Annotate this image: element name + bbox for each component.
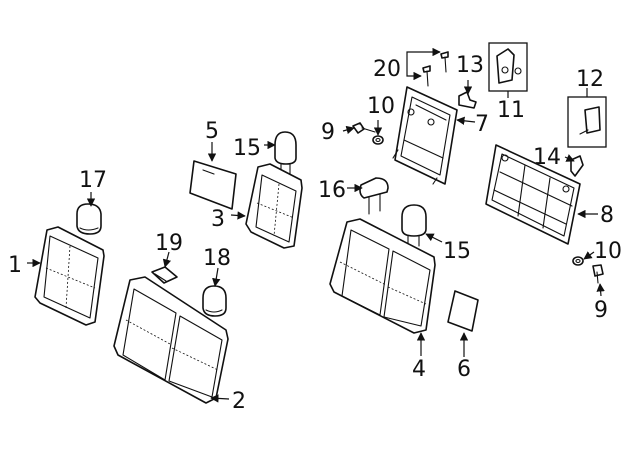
callout-14: 14 bbox=[533, 145, 561, 170]
headrest-15-lower bbox=[401, 204, 427, 247]
washer-10-right bbox=[572, 256, 584, 266]
latch-11 bbox=[488, 42, 528, 92]
panel-6 bbox=[447, 290, 479, 332]
callout-5: 5 bbox=[205, 119, 219, 144]
callout-10-left: 10 bbox=[367, 94, 395, 119]
callout-10-right: 10 bbox=[594, 239, 622, 264]
callout-19: 19 bbox=[155, 231, 183, 256]
bolt-9-right bbox=[592, 264, 604, 284]
callout-13: 13 bbox=[456, 53, 484, 78]
bracket-12 bbox=[567, 96, 607, 148]
callout-labels: 1 2 3 4 5 6 7 8 9 9 10 10 11 12 13 14 15… bbox=[8, 53, 622, 414]
seat-cushion-2 bbox=[113, 276, 229, 404]
panel-5 bbox=[189, 160, 237, 210]
screws-20 bbox=[422, 51, 449, 87]
seat-frame-8 bbox=[485, 144, 581, 245]
callout-7: 7 bbox=[475, 112, 489, 137]
callout-3: 3 bbox=[211, 207, 225, 232]
callout-15-upper: 15 bbox=[233, 136, 261, 161]
clip-13 bbox=[458, 91, 477, 109]
seat-frame-7 bbox=[392, 86, 458, 185]
callout-1: 1 bbox=[8, 253, 22, 278]
callout-4: 4 bbox=[412, 357, 426, 382]
callout-2: 2 bbox=[232, 389, 246, 414]
seat-back-3 bbox=[245, 163, 303, 249]
callout-18: 18 bbox=[203, 246, 231, 271]
headrest-15-upper bbox=[274, 131, 297, 175]
callout-16: 16 bbox=[318, 178, 346, 203]
washer-10-left bbox=[372, 135, 384, 145]
callout-6: 6 bbox=[457, 357, 471, 382]
headrest-18 bbox=[202, 285, 227, 317]
bracket-19 bbox=[151, 266, 178, 284]
headrest-17 bbox=[76, 203, 102, 235]
callout-9-left: 9 bbox=[321, 120, 335, 145]
headrest-16 bbox=[359, 177, 389, 215]
callout-17: 17 bbox=[79, 168, 107, 193]
callout-12: 12 bbox=[576, 67, 604, 92]
callout-15-lower: 15 bbox=[443, 239, 471, 264]
callout-20: 20 bbox=[373, 57, 401, 82]
clip-14 bbox=[570, 155, 584, 177]
seat-back-4 bbox=[329, 218, 436, 334]
callout-11: 11 bbox=[497, 98, 525, 123]
callout-8: 8 bbox=[600, 203, 614, 228]
callout-9-right: 9 bbox=[594, 298, 608, 323]
bolt-9-left bbox=[352, 122, 376, 134]
seat-back-left bbox=[34, 226, 105, 326]
leader-lines bbox=[27, 47, 605, 403]
